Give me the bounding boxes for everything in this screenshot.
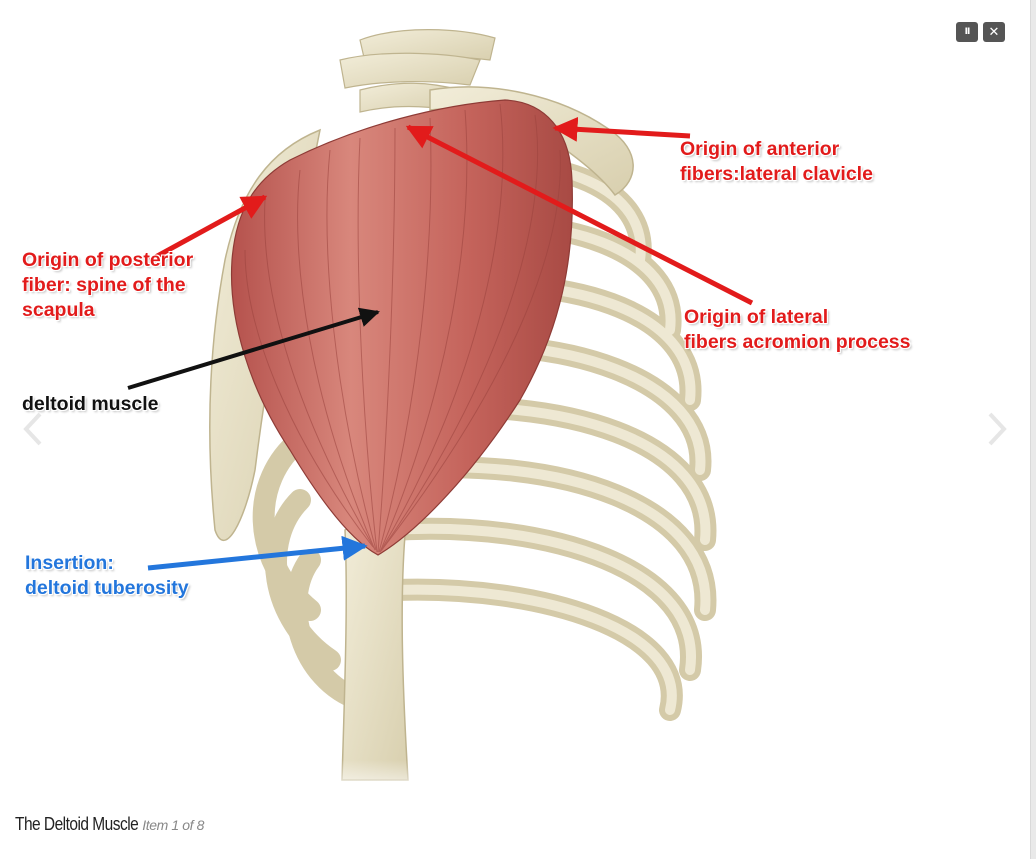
label-posterior-origin: Origin of posterior fiber: spine of the … bbox=[22, 248, 193, 323]
arrow-deltoid-muscle bbox=[127, 307, 380, 390]
close-button[interactable]: ✕ bbox=[983, 22, 1005, 42]
label-line: fiber: spine of the bbox=[22, 274, 186, 296]
item-counter: Item 1 of 8 bbox=[142, 817, 205, 833]
label-lateral-origin: Origin of lateral fibers acromion proces… bbox=[684, 305, 911, 355]
next-button[interactable] bbox=[986, 410, 1010, 448]
arrow-insertion bbox=[147, 535, 368, 571]
deltoid-muscle-shape bbox=[230, 99, 573, 556]
previous-button[interactable] bbox=[20, 410, 44, 448]
arrow-lateral-origin bbox=[405, 124, 754, 306]
image-stage: Origin of anterior fibers:lateral clavic… bbox=[0, 29, 1030, 800]
label-line: scapula bbox=[22, 299, 95, 321]
label-line: fibers:lateral clavicle bbox=[680, 163, 873, 185]
label-line: Insertion: bbox=[25, 552, 114, 574]
bottom-fade bbox=[0, 600, 1030, 800]
label-line: Origin of lateral bbox=[684, 306, 829, 328]
chevron-left-icon bbox=[23, 412, 42, 446]
caption-title: The Deltoid Muscle bbox=[15, 814, 139, 834]
image-caption: The Deltoid Muscle Item 1 of 8 bbox=[15, 814, 204, 840]
label-insertion: Insertion: deltoid tuberosity bbox=[25, 551, 189, 601]
muscle-fibers bbox=[244, 103, 561, 553]
arrow-posterior-origin bbox=[148, 194, 268, 263]
chevron-right-icon bbox=[988, 412, 1007, 446]
deltoid-anatomy-illustration bbox=[0, 29, 1030, 800]
arrow-anterior-origin bbox=[552, 116, 691, 142]
pause-icon: II bbox=[964, 27, 971, 37]
pause-button[interactable]: II bbox=[956, 22, 978, 42]
label-line: deltoid muscle bbox=[22, 393, 159, 415]
label-deltoid-muscle: deltoid muscle bbox=[22, 392, 159, 417]
close-icon: ✕ bbox=[988, 24, 1000, 40]
label-line: Origin of anterior bbox=[680, 138, 840, 160]
scrollbar[interactable] bbox=[1030, 0, 1036, 859]
label-anterior-origin: Origin of anterior fibers:lateral clavic… bbox=[680, 137, 873, 187]
label-line: deltoid tuberosity bbox=[25, 577, 189, 599]
label-line: fibers acromion process bbox=[684, 331, 911, 353]
label-line: Origin of posterior bbox=[22, 249, 194, 271]
